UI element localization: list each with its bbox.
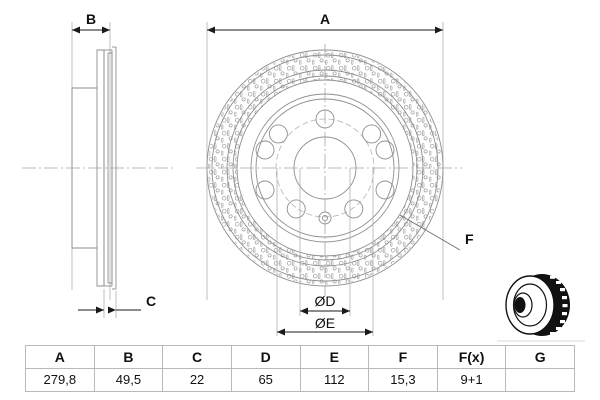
table-header-e: E [299, 345, 370, 369]
table-header-row: A B C D E F F(x) G [25, 345, 575, 369]
dimension-label-e: ØE [315, 315, 335, 331]
lightening-holes [255, 140, 395, 200]
dimension-label-b: B [86, 11, 96, 27]
table-value-d: 65 [230, 368, 301, 392]
table-header-c: C [162, 345, 232, 369]
table-value-b: 49,5 [93, 368, 164, 392]
table-value-c: 22 [162, 368, 232, 392]
f-leader-line [399, 214, 461, 251]
table-value-f: 15,3 [368, 368, 438, 392]
table-header-a: A [25, 345, 95, 369]
product-thumbnail [497, 274, 585, 342]
table-value-fx: 9+1 [436, 368, 507, 392]
table-header-f: F [368, 345, 438, 369]
table-header-g: G [505, 345, 575, 369]
table-header-d: D [230, 345, 301, 369]
table-header-b: B [93, 345, 164, 369]
dimension-table: A B C D E F F(x) G 279,8 49,5 22 65 112 … [25, 345, 575, 392]
table-value-e: 112 [299, 368, 370, 392]
table-value-row: 279,8 49,5 22 65 112 15,3 9+1 [25, 368, 575, 392]
dimension-label-c: C [146, 293, 156, 309]
table-value-g [505, 368, 575, 392]
side-view-group: B C [22, 11, 175, 318]
face-view-group: A [196, 11, 474, 336]
table-header-fx: F(x) [436, 345, 507, 369]
table-value-a: 279,8 [25, 368, 95, 392]
dimension-label-d: ØD [315, 293, 336, 309]
callout-label-f: F [465, 231, 474, 247]
dimension-label-a: A [320, 11, 330, 27]
